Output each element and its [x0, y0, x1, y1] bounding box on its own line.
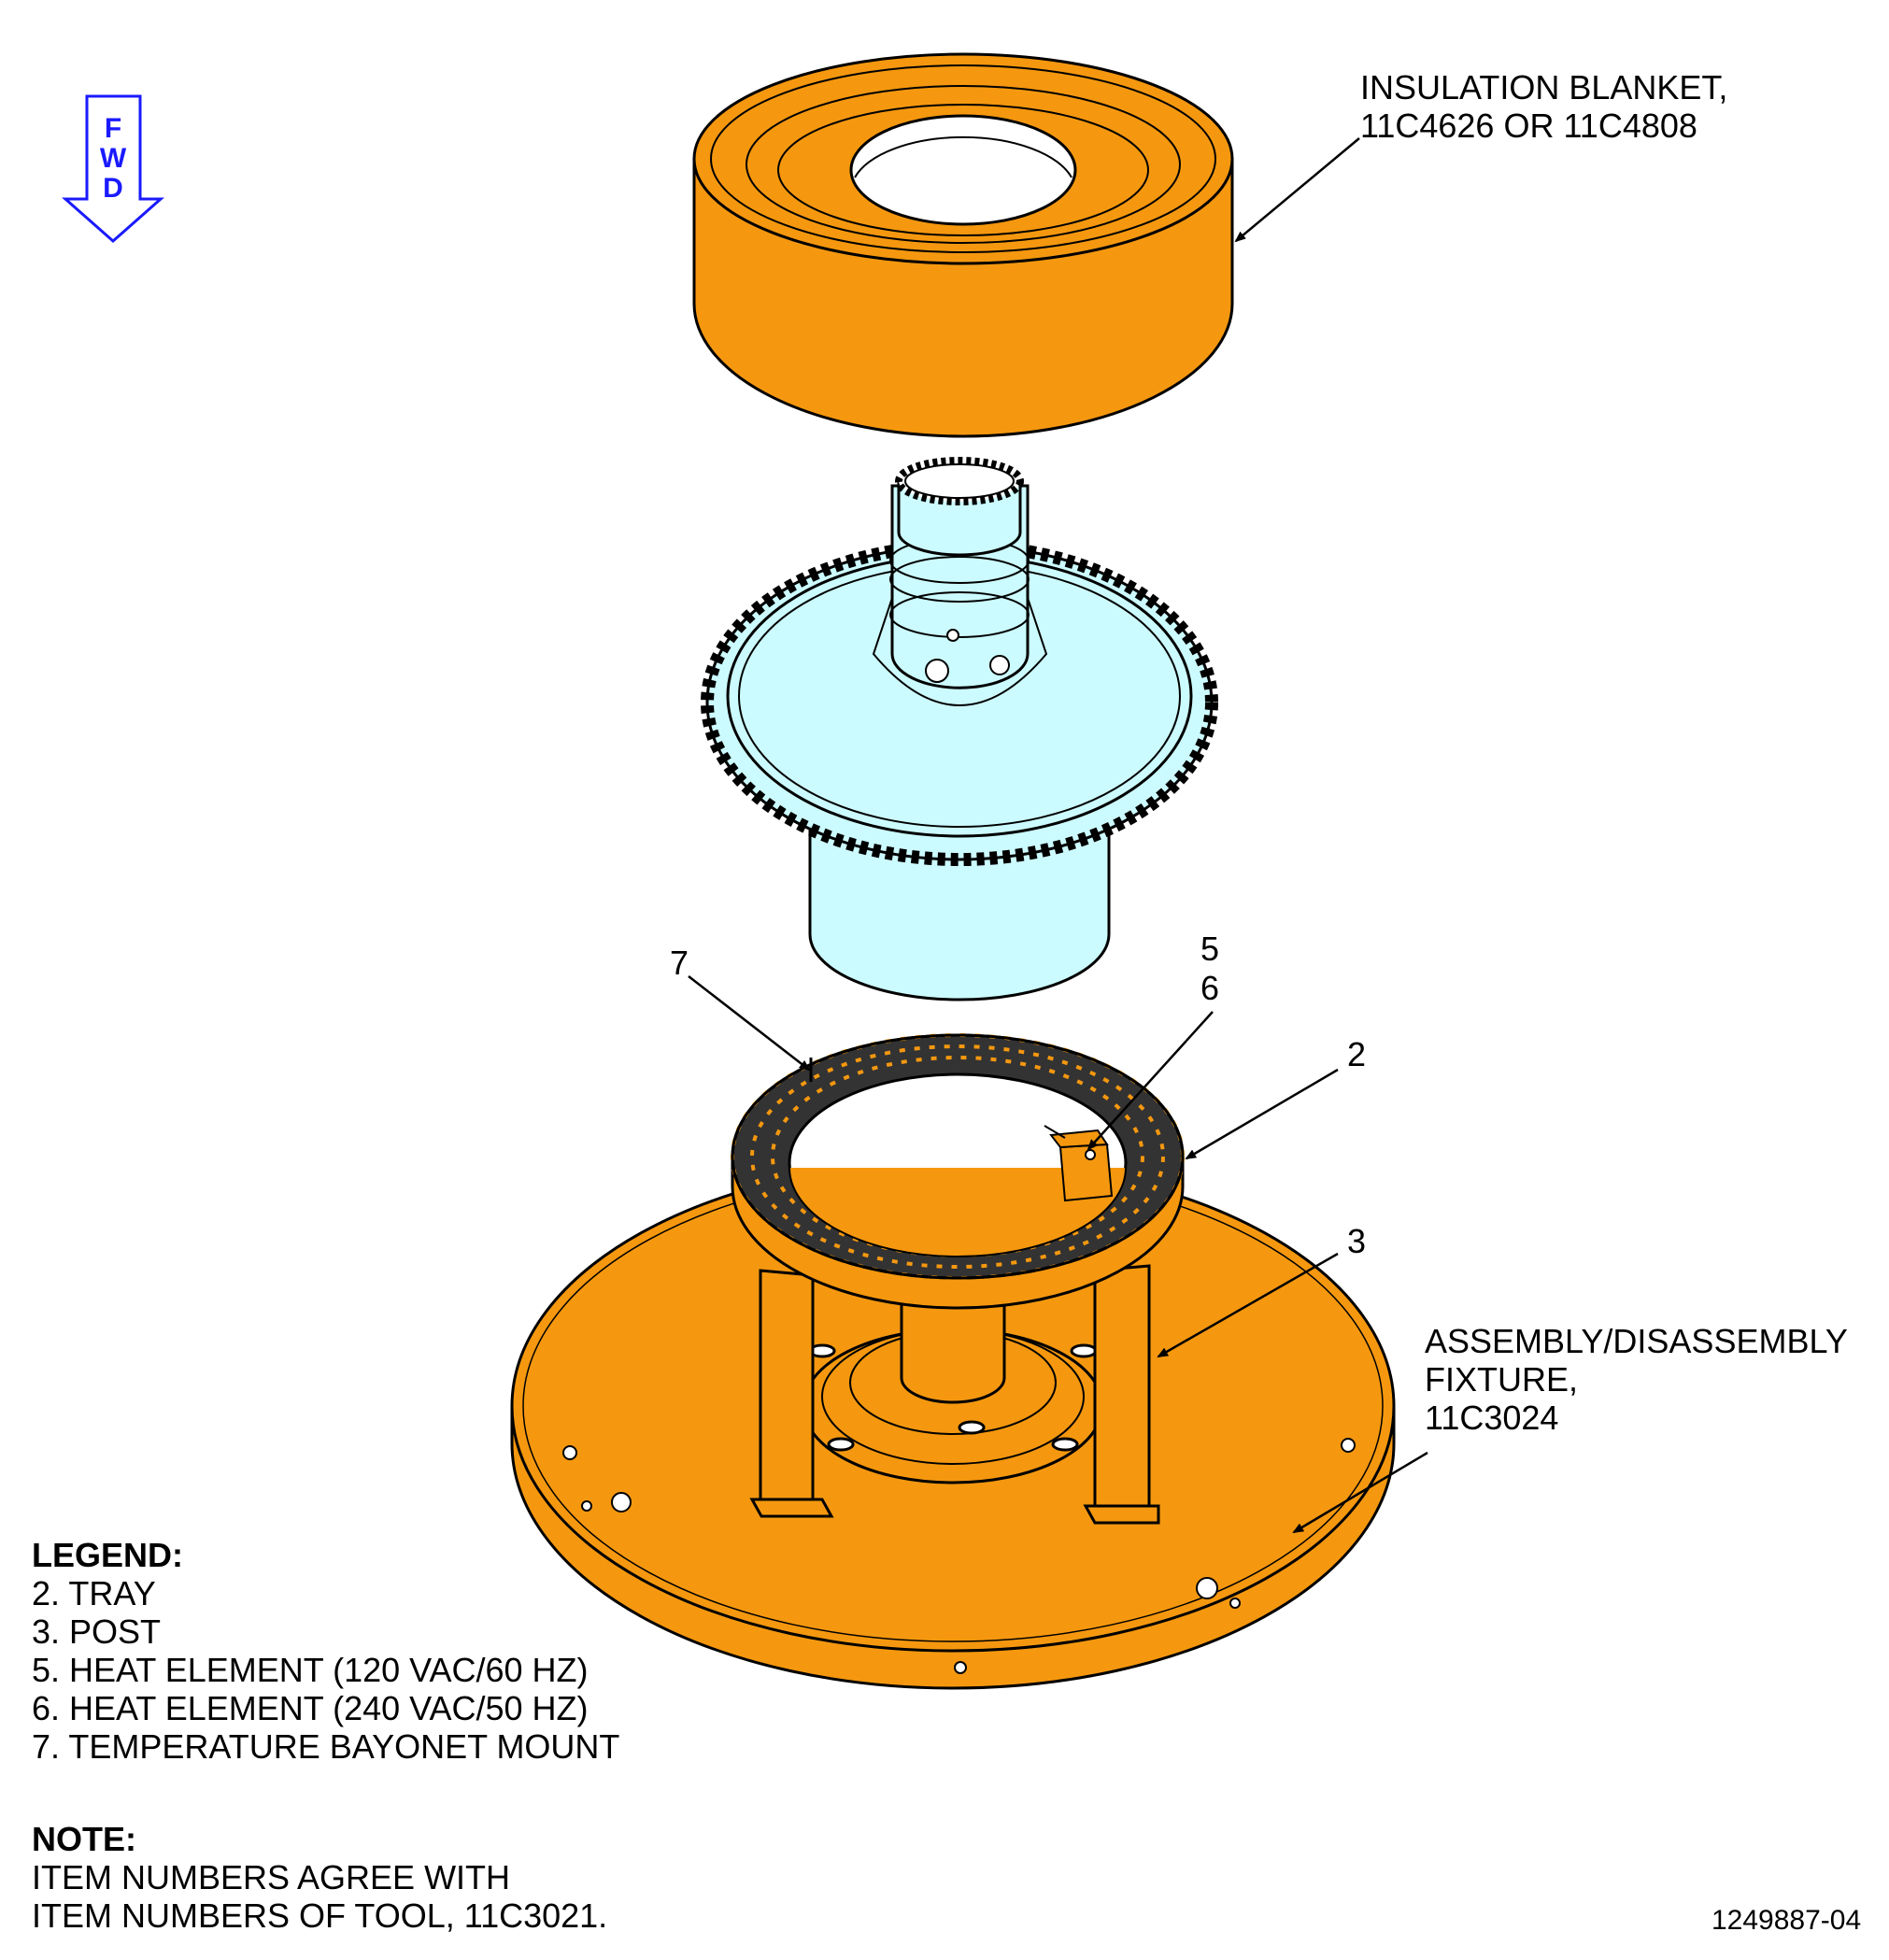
- callout-item-2: 2: [1347, 1035, 1367, 1073]
- legend-item: 6. HEAT ELEMENT (240 VAC/50 HZ): [32, 1689, 589, 1727]
- callout-fixture-line-1: ASSEMBLY/DISASSEMBLY: [1425, 1322, 1848, 1360]
- callout-item-3: 3: [1347, 1222, 1367, 1260]
- legend-item: 7. TEMPERATURE BAYONET MOUNT: [32, 1727, 620, 1766]
- fixture-base-plate: [510, 1115, 1396, 1690]
- fwd-letter-f: F: [104, 113, 122, 144]
- note-line: ITEM NUMBERS OF TOOL, 11C3021.: [32, 1896, 608, 1935]
- callout-blanket-line-2: 11C4626 OR 11C4808: [1360, 107, 1697, 145]
- legend-item: 2. TRAY: [32, 1574, 156, 1612]
- engine-component: [701, 457, 1218, 1001]
- callout-item-6: 6: [1200, 969, 1220, 1007]
- note-line: ITEM NUMBERS AGREE WITH: [32, 1858, 511, 1896]
- figure-id: 1249887-04: [1711, 1905, 1862, 1936]
- fwd-arrow-icon: [62, 94, 164, 244]
- legend-item: 5. HEAT ELEMENT (120 VAC/60 HZ): [32, 1651, 589, 1689]
- leader-lines: [688, 137, 1428, 1534]
- callout-item-5: 5: [1200, 930, 1220, 968]
- callout-fixture-line-2: FIXTURE,: [1425, 1360, 1579, 1399]
- legend-item: 3. POST: [32, 1612, 162, 1651]
- fwd-letter-w: W: [99, 143, 127, 174]
- note-title: NOTE:: [32, 1820, 136, 1858]
- insulation-blanket: [692, 52, 1234, 438]
- callout-fixture-line-3: 11C3024: [1425, 1399, 1559, 1437]
- fwd-letter-d: D: [103, 173, 123, 204]
- callout-item-7: 7: [670, 944, 689, 982]
- callout-blanket-line-1: INSULATION BLANKET,: [1360, 68, 1728, 107]
- tray: [731, 1033, 1185, 1310]
- legend-title: LEGEND:: [32, 1536, 183, 1574]
